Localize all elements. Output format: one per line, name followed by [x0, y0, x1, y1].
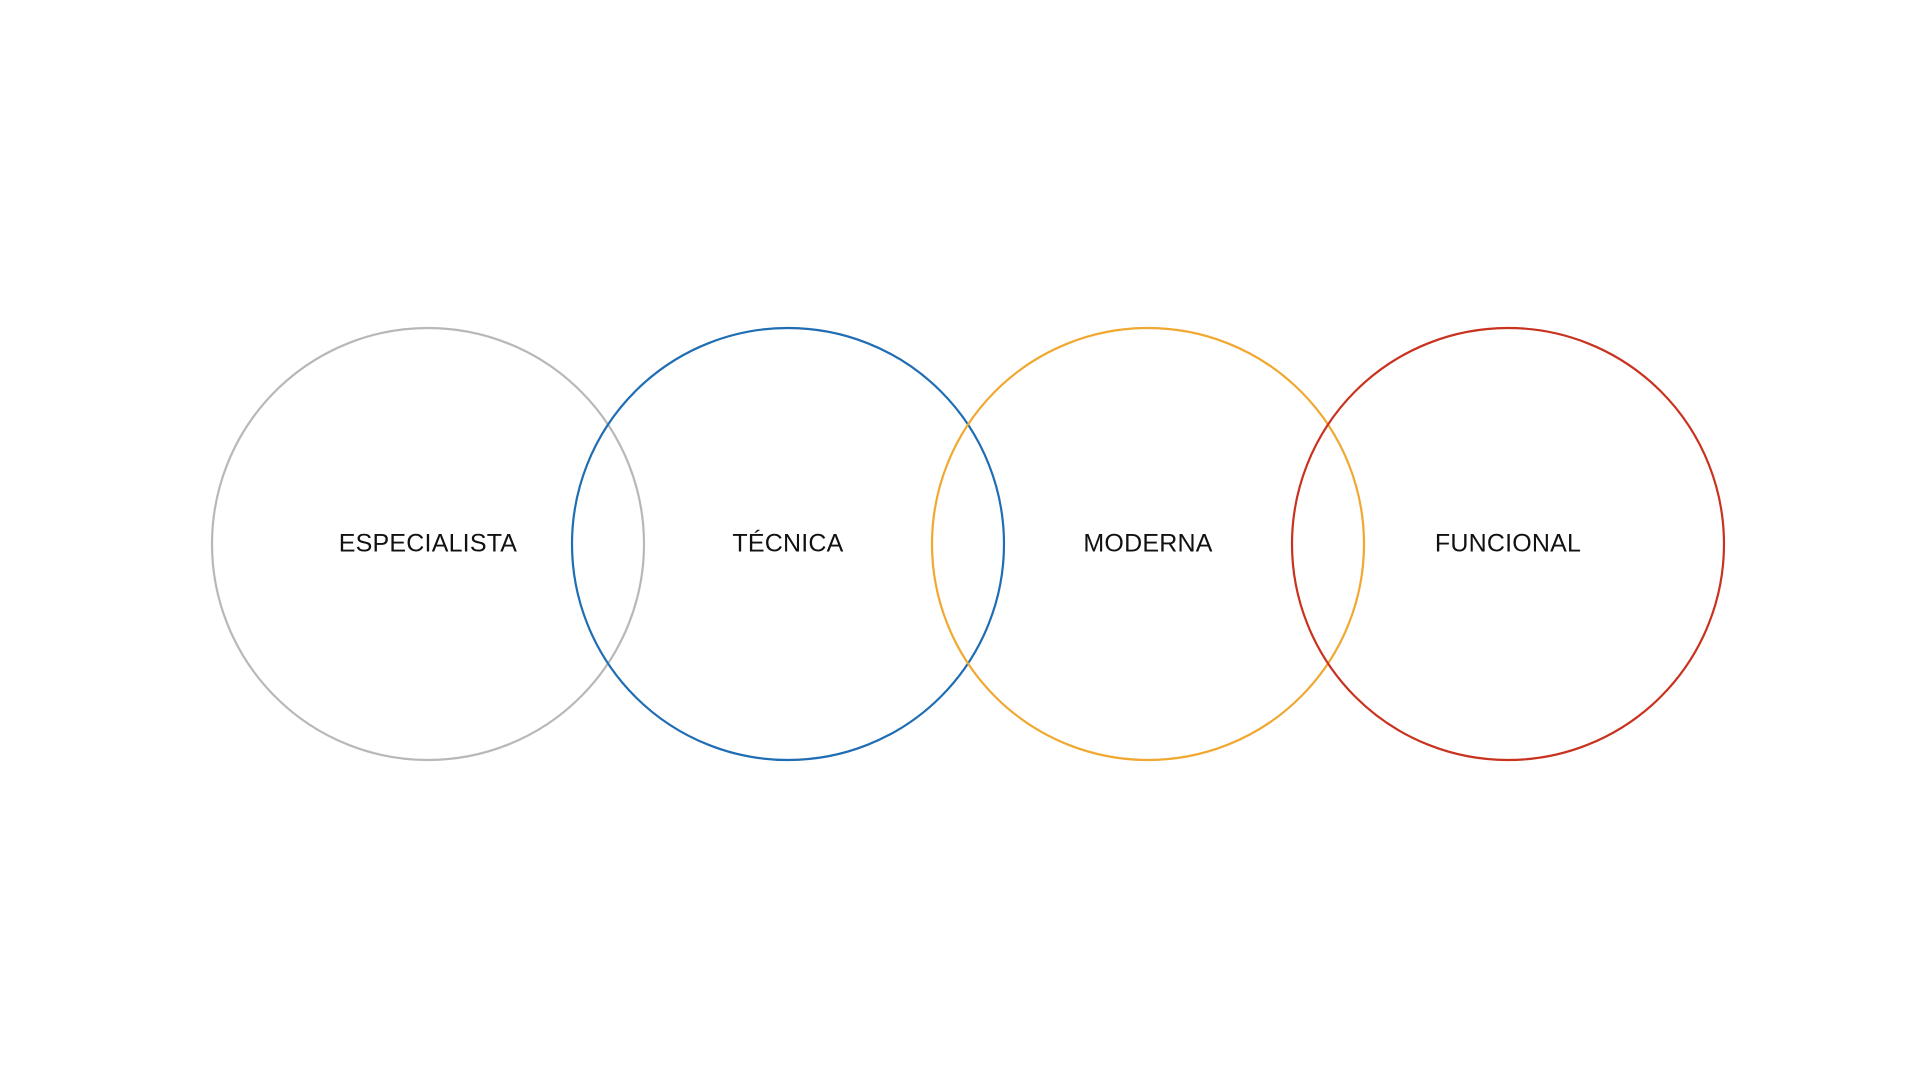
circle-tecnica: [570, 326, 1006, 762]
circle-especialista: [210, 326, 646, 762]
label-especialista: ESPECIALISTA: [339, 530, 518, 558]
label-moderna: MODERNA: [1083, 530, 1212, 558]
circle-moderna: [930, 326, 1366, 762]
label-funcional: FUNCIONAL: [1435, 530, 1581, 558]
circle-funcional: [1290, 326, 1726, 762]
label-tecnica: TÉCNICA: [732, 529, 843, 558]
